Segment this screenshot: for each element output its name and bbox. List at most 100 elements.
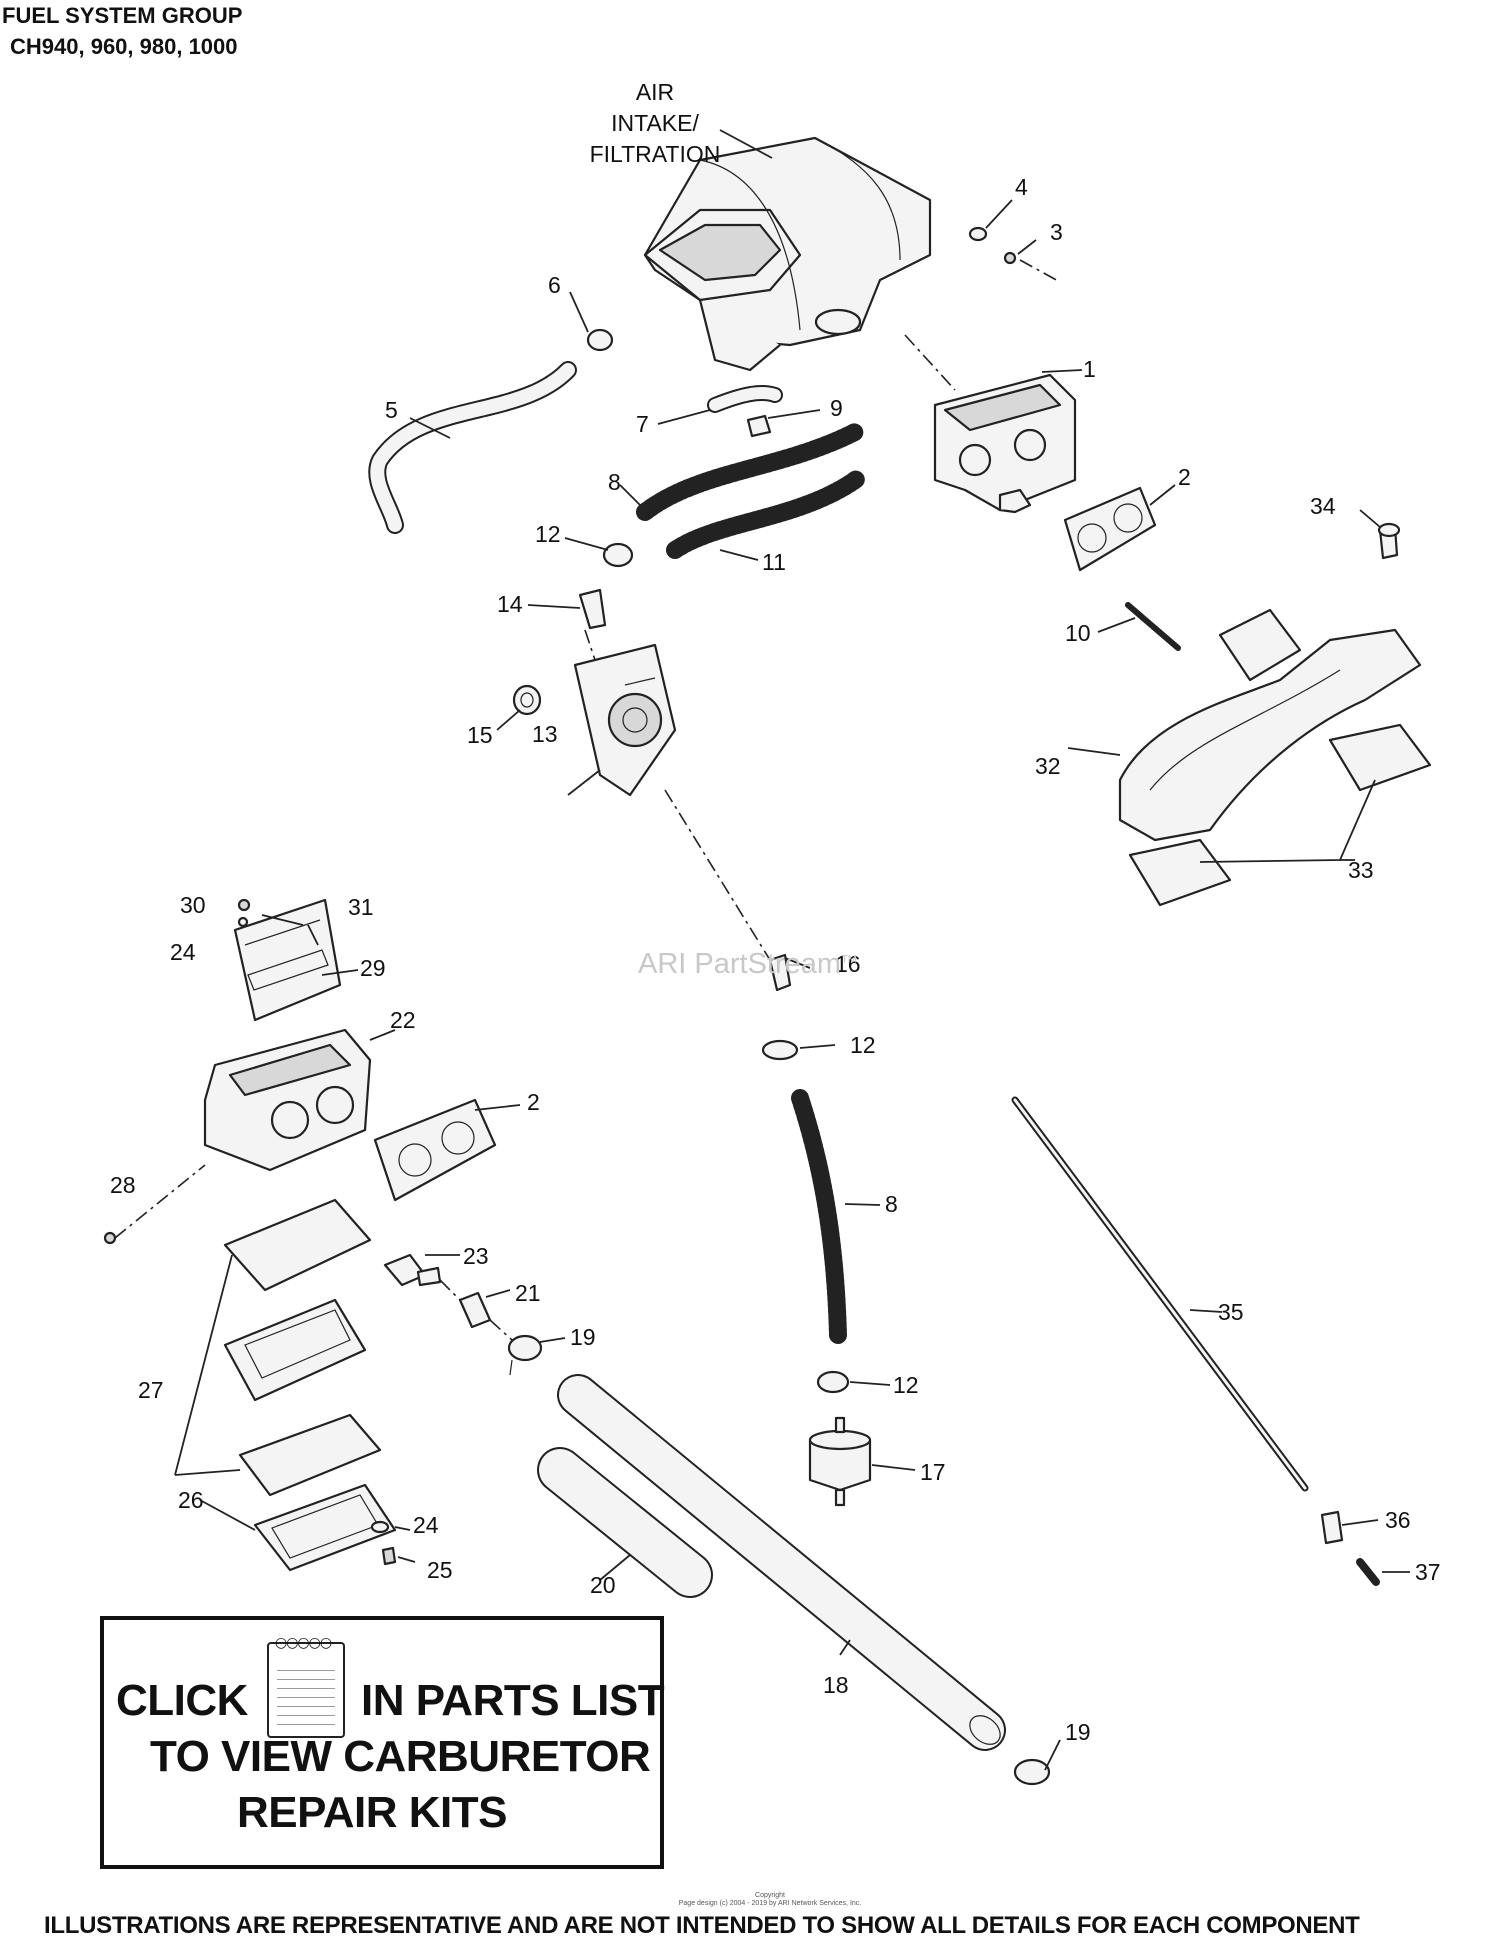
callout-27: 27 — [138, 1377, 164, 1403]
callout-6: 6 — [548, 272, 561, 298]
clip-part-9 — [746, 414, 772, 438]
notice-parts-list-text: IN PARTS LIST — [361, 1676, 665, 1725]
gasket-part-33-right — [1328, 723, 1432, 792]
callout-15: 15 — [467, 722, 493, 748]
callout-numbers: 1 2 3 4 5 6 7 8 9 10 11 12 13 14 15 16 1… — [110, 174, 1441, 1745]
air-intake-label-line-2: INTAKE/ — [611, 110, 699, 136]
gasket-part-2-upper — [1063, 486, 1157, 572]
callout-13: 13 — [532, 721, 558, 747]
washer-part-24-upper — [237, 916, 249, 928]
callout-12-lower: 12 — [893, 1372, 919, 1398]
leader-lines — [174, 199, 1410, 1771]
callout-4: 4 — [1015, 174, 1028, 200]
tube-part-20 — [537, 1447, 713, 1598]
watermark: ARI PartStreamTM — [638, 948, 857, 981]
callout-22: 22 — [390, 1007, 416, 1033]
callout-8-lower: 8 — [885, 1191, 898, 1217]
callout-37: 37 — [1415, 1559, 1441, 1585]
gasket-part-29 — [247, 949, 329, 991]
callout-36: 36 — [1385, 1507, 1411, 1533]
notice-line-2: TO VIEW CARBURETOR — [150, 1732, 651, 1781]
callout-16: 16 — [835, 951, 861, 977]
notice-line-3: REPAIR KITS — [237, 1788, 507, 1837]
nut-part-28 — [103, 1231, 117, 1245]
callout-20: 20 — [590, 1572, 616, 1598]
callout-34: 34 — [1310, 493, 1336, 519]
notebook-ruled-lines — [277, 1662, 335, 1728]
carburetor-part-1 — [904, 334, 1077, 514]
callout-18: 18 — [823, 1672, 849, 1698]
fuel-pump-part-13 — [573, 643, 677, 797]
pin-part-37 — [1356, 1558, 1380, 1586]
elbow-part-7 — [707, 385, 783, 413]
clamp-part-12-upper — [602, 542, 634, 568]
hose-part-8-upper — [636, 423, 864, 521]
callout-11: 11 — [762, 549, 786, 575]
hose-part-5 — [368, 361, 577, 534]
engine-models: CH940, 960, 980, 1000 — [10, 34, 238, 59]
callout-1: 1 — [1083, 356, 1096, 382]
gasket-part-33-left — [1128, 838, 1232, 907]
notebook-rings: ○○○○○ — [275, 1635, 332, 1651]
callout-24-lower: 24 — [413, 1512, 439, 1538]
washer-part-24-lower — [370, 1520, 390, 1534]
callout-30: 30 — [180, 892, 206, 918]
callout-7: 7 — [636, 411, 649, 437]
callout-19-lower: 19 — [1065, 1719, 1091, 1745]
notice-click-text: CLICK — [116, 1676, 248, 1725]
callout-17: 17 — [920, 1459, 946, 1485]
bolt-part-34 — [1377, 522, 1401, 560]
intake-manifold-part-32 — [1118, 608, 1422, 842]
callout-8-upper: 8 — [608, 469, 621, 495]
screw-part-30 — [237, 898, 251, 912]
watermark-text: ARI PartStream — [638, 948, 842, 980]
air-intake-label-line-3: FILTRATION — [590, 141, 721, 167]
notebook-icon[interactable]: ○○○○○ — [267, 1635, 345, 1738]
callout-26: 26 — [178, 1487, 204, 1513]
callout-31: 31 — [348, 894, 374, 920]
clamp-part-6 — [586, 328, 614, 352]
callout-23: 23 — [463, 1243, 489, 1269]
diagram-title-block: FUEL SYSTEM GROUP CH940, 960, 980, 1000 — [2, 0, 242, 62]
copyright-line-2: Page design (c) 2004 - 2019 by ARI Netwo… — [678, 1900, 862, 1907]
washer-part-4 — [968, 226, 988, 242]
callout-5: 5 — [385, 397, 398, 423]
clamp-part-12-middle — [761, 1039, 799, 1061]
diagram-title: FUEL SYSTEM GROUP — [2, 3, 243, 28]
gasket-part-27-top — [223, 1198, 372, 1292]
callout-2-upper: 2 — [1178, 464, 1191, 490]
gasket-part-2-lower — [373, 1098, 497, 1202]
callout-2-lower: 2 — [527, 1089, 540, 1115]
fuel-filter-part-17 — [808, 1416, 872, 1507]
hose-part-8-lower — [791, 1089, 847, 1344]
nut-part-3 — [1003, 251, 1017, 265]
callout-33: 33 — [1348, 857, 1374, 883]
cover-part-31 — [233, 898, 342, 1022]
callout-10: 10 — [1065, 620, 1091, 646]
clamp-part-19-upper — [507, 1334, 543, 1376]
callout-12-middle: 12 — [850, 1032, 876, 1058]
screw-part-25 — [381, 1546, 397, 1566]
rod-part-35 — [1011, 1096, 1309, 1492]
callout-3: 3 — [1050, 219, 1063, 245]
callout-14: 14 — [497, 591, 523, 617]
callout-19-upper: 19 — [570, 1324, 596, 1350]
clamp-part-12-lower — [816, 1370, 850, 1394]
air-intake-label-line-1: AIR — [636, 79, 674, 105]
callout-32: 32 — [1035, 753, 1061, 779]
grommet-part-15 — [512, 684, 542, 716]
carburetor-kits-notice: CLICK ○○○○○ IN PARTS LIST TO VIEW CARBUR… — [100, 1616, 665, 1869]
fitting-part-14 — [578, 588, 607, 630]
callout-28: 28 — [110, 1172, 136, 1198]
air-intake-housing — [643, 136, 932, 372]
callout-29: 29 — [360, 955, 386, 981]
callout-12-upper: 12 — [535, 521, 561, 547]
copyright-notice: Copyright Page design (c) 2004 - 2019 by… — [650, 1892, 890, 1908]
clamp-part-19-lower — [1013, 1758, 1051, 1786]
hose-part-11 — [666, 469, 867, 559]
elbow-fitting-part-23 — [383, 1253, 442, 1287]
connector-part-36 — [1320, 1510, 1344, 1545]
trademark-mark: TM — [841, 953, 857, 966]
copyright-line-1: Copyright — [755, 1892, 785, 1899]
